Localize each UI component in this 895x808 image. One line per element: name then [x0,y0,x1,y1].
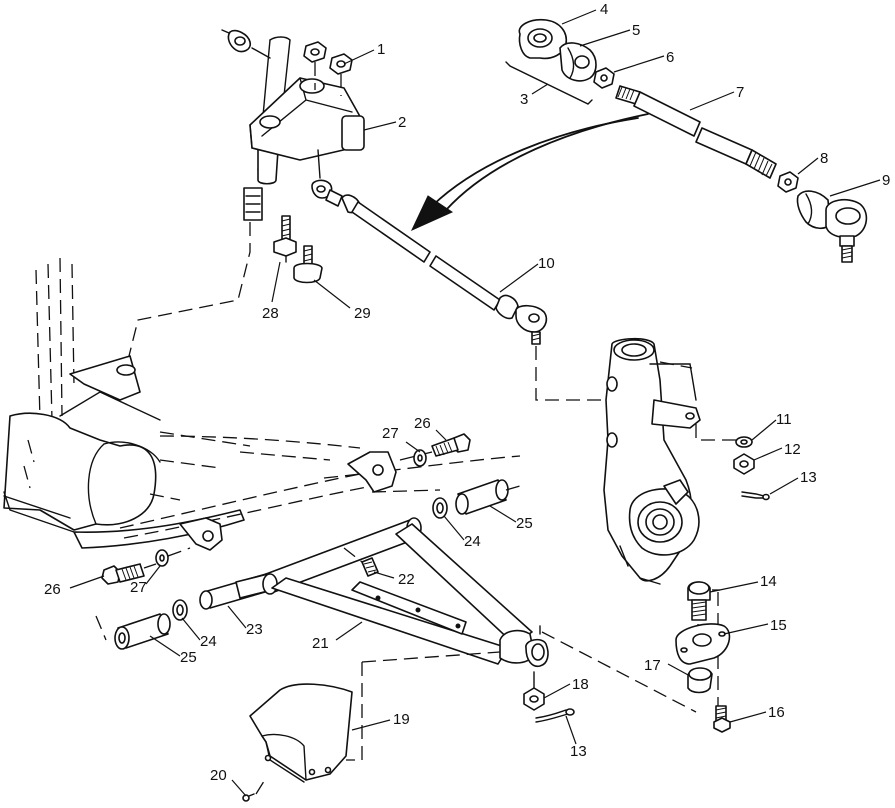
ball-joint-bolt-14 [687,581,719,706]
jam-nut-8 [777,171,799,193]
callout-2: 2 [398,114,406,131]
callout-26-upper: 26 [414,415,431,432]
callout-10: 10 [538,255,555,272]
washer-24-lower [172,599,188,621]
callout-5: 5 [632,22,640,39]
cotter-pin-13-upper [741,491,770,501]
washer-27-lower [155,549,169,567]
callout-9: 9 [882,172,890,189]
callout-15: 15 [770,617,787,634]
jam-nut-6 [593,67,615,89]
callout-28: 28 [262,305,279,322]
spindle [603,337,744,585]
tie-rod-end-4 [518,18,568,60]
washer-11 [735,436,753,448]
callout-13-lower: 13 [570,743,587,760]
callout-12: 12 [784,441,801,458]
ball-joint-plate-15 [675,623,731,665]
callout-8: 8 [820,150,828,167]
stud-29 [293,245,323,284]
frame-bracket-upper [347,451,397,493]
ball-joint-17 [687,667,713,694]
callout-27-lower: 27 [130,579,147,596]
callout-11: 11 [776,411,792,428]
callout-20: 20 [210,767,227,784]
leader-lines [69,9,881,797]
callout-3: 3 [520,91,528,108]
callout-24-upper: 24 [464,533,481,550]
callout-29: 29 [354,305,371,322]
callout-6: 6 [666,49,674,66]
bolt-26-lower [101,547,191,585]
callout-7: 7 [736,84,744,101]
callout-25-upper: 25 [516,515,533,532]
tie-rod-7 [615,85,777,179]
callout-19: 19 [393,711,410,728]
callout-23: 23 [246,621,263,638]
callout-16: 16 [768,704,785,721]
callout-26-lower: 26 [44,581,61,598]
bolt-20 [242,777,267,802]
a-arm-21 [199,517,549,668]
callout-25-lower: 25 [180,649,197,666]
callout-24-lower: 24 [200,633,217,650]
callout-14: 14 [760,573,777,590]
bolt-28 [273,215,297,263]
callout-18: 18 [572,676,589,693]
callout-4: 4 [600,1,608,18]
tie-rod-end-9 [796,190,868,263]
skid-plate-19 [249,651,501,783]
bushing-25-upper [455,479,521,515]
nut-18 [523,671,545,711]
direction-arrow [410,113,649,232]
nut-1-pair [303,41,353,96]
frame-bracket-lower [179,517,223,551]
bracket-3 [505,61,593,105]
washer-27-upper [413,449,427,467]
callout-1: 1 [377,41,385,58]
callout-13-upper: 13 [800,469,817,486]
callout-21: 21 [312,635,329,652]
boot-5 [559,42,597,82]
bushing-25-lower [95,613,171,650]
callout-17: 17 [644,657,661,674]
nut-12 [733,453,755,475]
tie-rod-assembly-10 [311,179,606,401]
pitman-arm [249,77,365,179]
callout-22: 22 [398,571,415,588]
callout-27-upper: 27 [382,425,399,442]
washer-24-upper [432,497,448,519]
bolt-26-upper [399,433,471,461]
cotter-pin-13-lower [535,708,575,723]
callout-labels: 1 2 3 4 5 6 7 8 9 10 11 12 13 14 15 16 1… [44,1,890,784]
grease-fitting-22 [343,547,379,577]
bolt-16 [713,705,731,733]
